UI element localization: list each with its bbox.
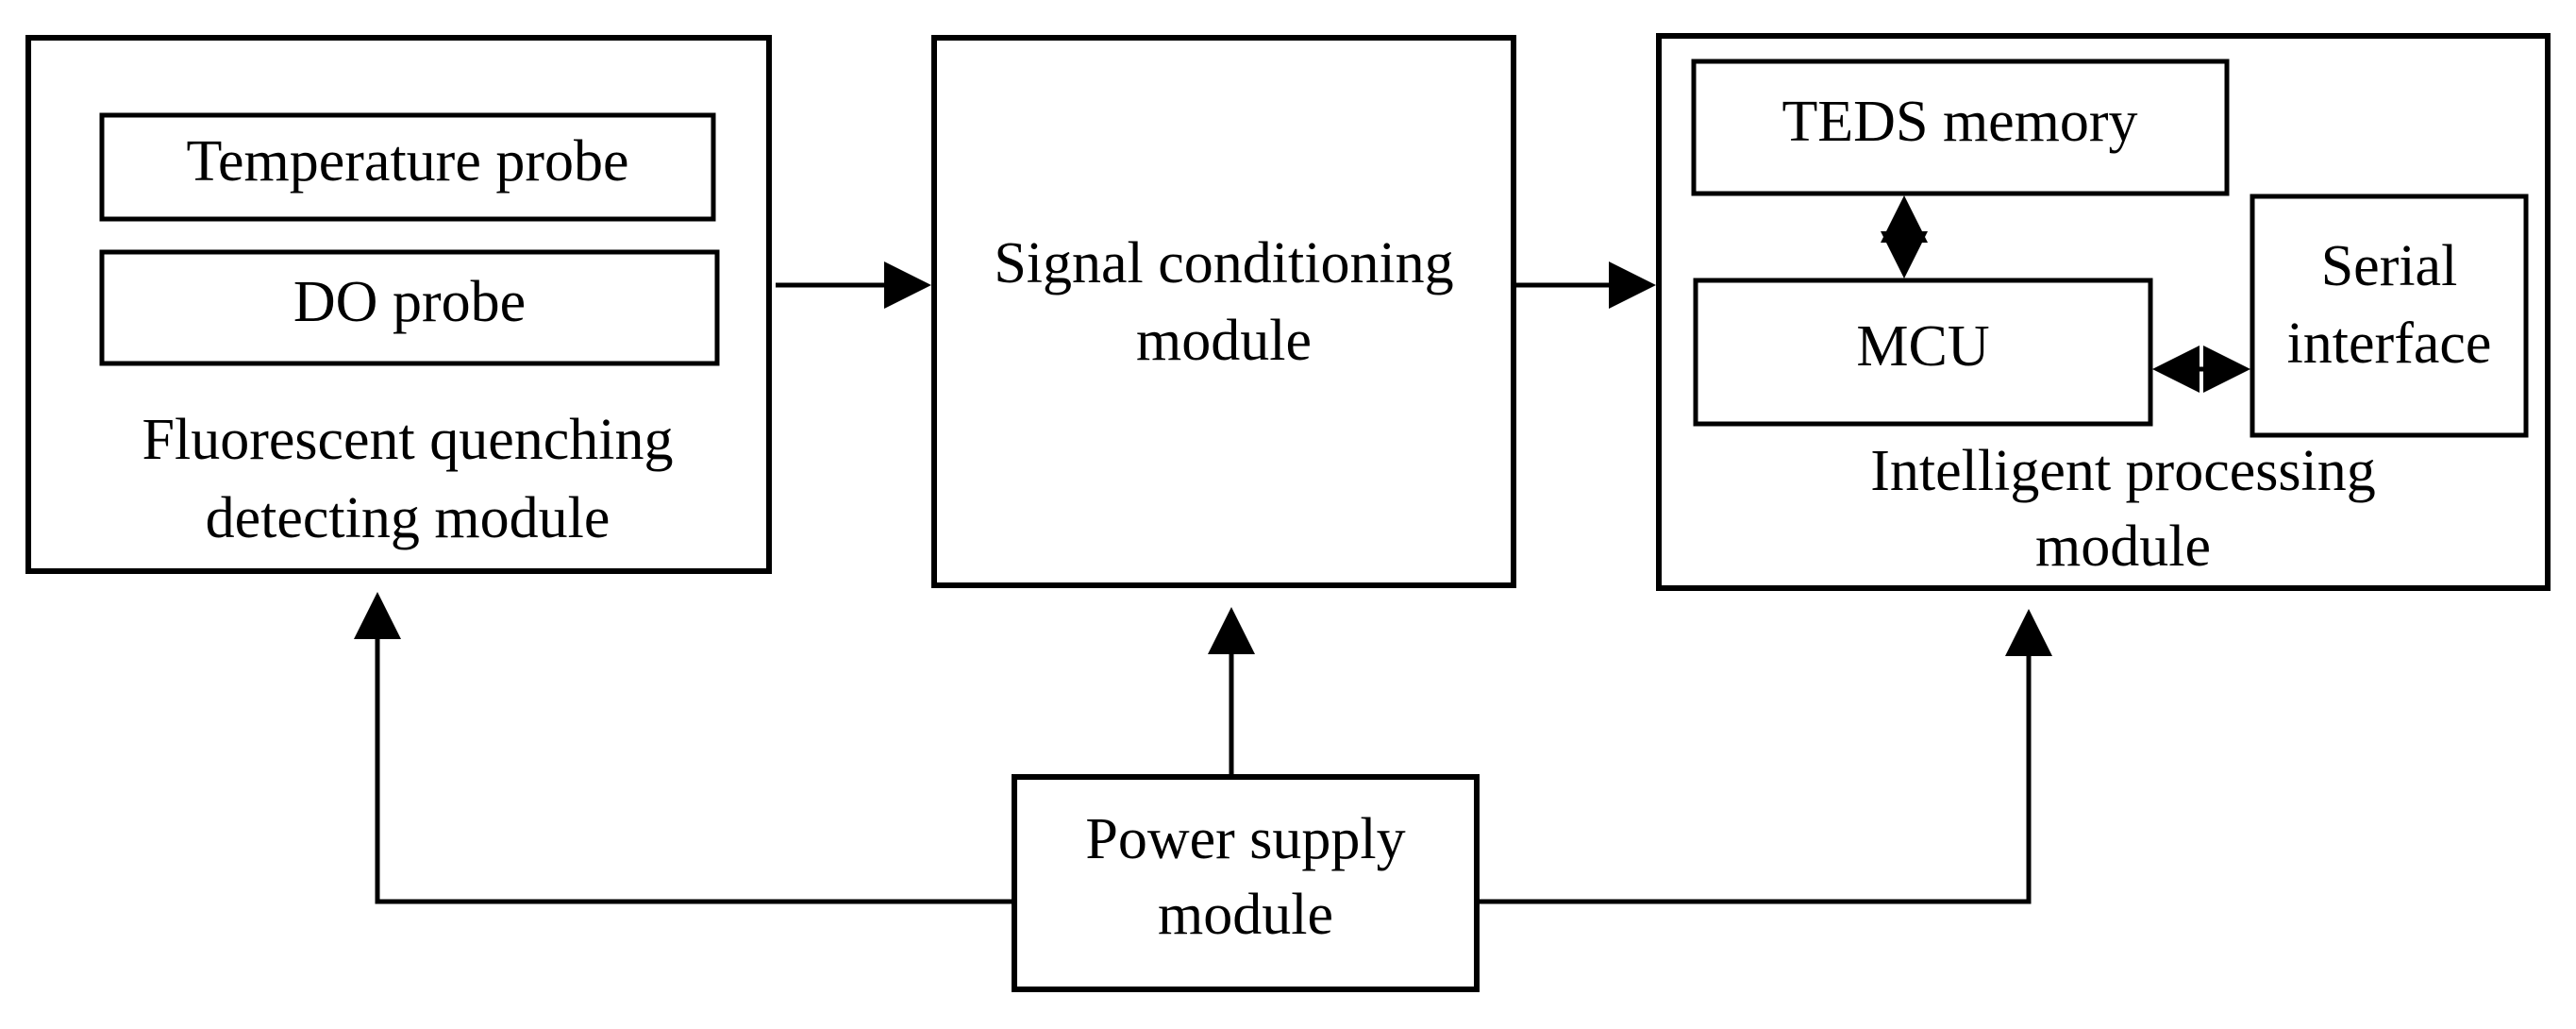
intelligent-module-label-line2: module	[2035, 514, 2211, 579]
signal-conditioning-module: Signal conditioning module	[931, 35, 1516, 588]
do-probe-label: DO probe	[293, 270, 526, 334]
mcu-label: MCU	[1856, 314, 1989, 379]
signal-module-box	[931, 35, 1516, 588]
temperature-probe-box	[99, 112, 716, 222]
temperature-probe-label: Temperature probe	[186, 129, 628, 194]
power-module-label-line2: module	[1158, 883, 1333, 947]
intelligent-module-label-line1: Intelligent processing	[1870, 439, 2375, 503]
serial-interface-box	[2250, 194, 2529, 438]
power-module-box	[1012, 774, 1480, 992]
signal-module-label-line1: Signal conditioning	[994, 231, 1453, 295]
signal-module-label-line2: module	[1136, 309, 1312, 373]
do-probe-box	[99, 249, 720, 366]
power-module-label-line1: Power supply	[1085, 807, 1405, 871]
fluorescent-module-label-line2: detecting module	[206, 486, 611, 550]
power-supply-module: Power supply module	[1012, 774, 1480, 992]
mcu-box	[1693, 278, 2153, 427]
fluorescent-module-label-line1: Fluorescent quenching	[142, 408, 673, 472]
intelligent-processing-module: TEDS memory MCU Serial interface Intelli…	[1656, 33, 2551, 591]
teds-memory-label: TEDS memory	[1781, 90, 2137, 154]
arrow-power-to-intelligent	[1477, 609, 2052, 904]
fluorescent-quenching-module: Temperature probe DO probe Fluorescent q…	[25, 35, 772, 574]
serial-interface-label-line2: interface	[2287, 312, 2492, 376]
serial-interface-label-line1: Serial	[2321, 234, 2458, 298]
arrow-power-to-fluorescent	[354, 592, 1014, 904]
teds-memory-box	[1691, 59, 2230, 196]
